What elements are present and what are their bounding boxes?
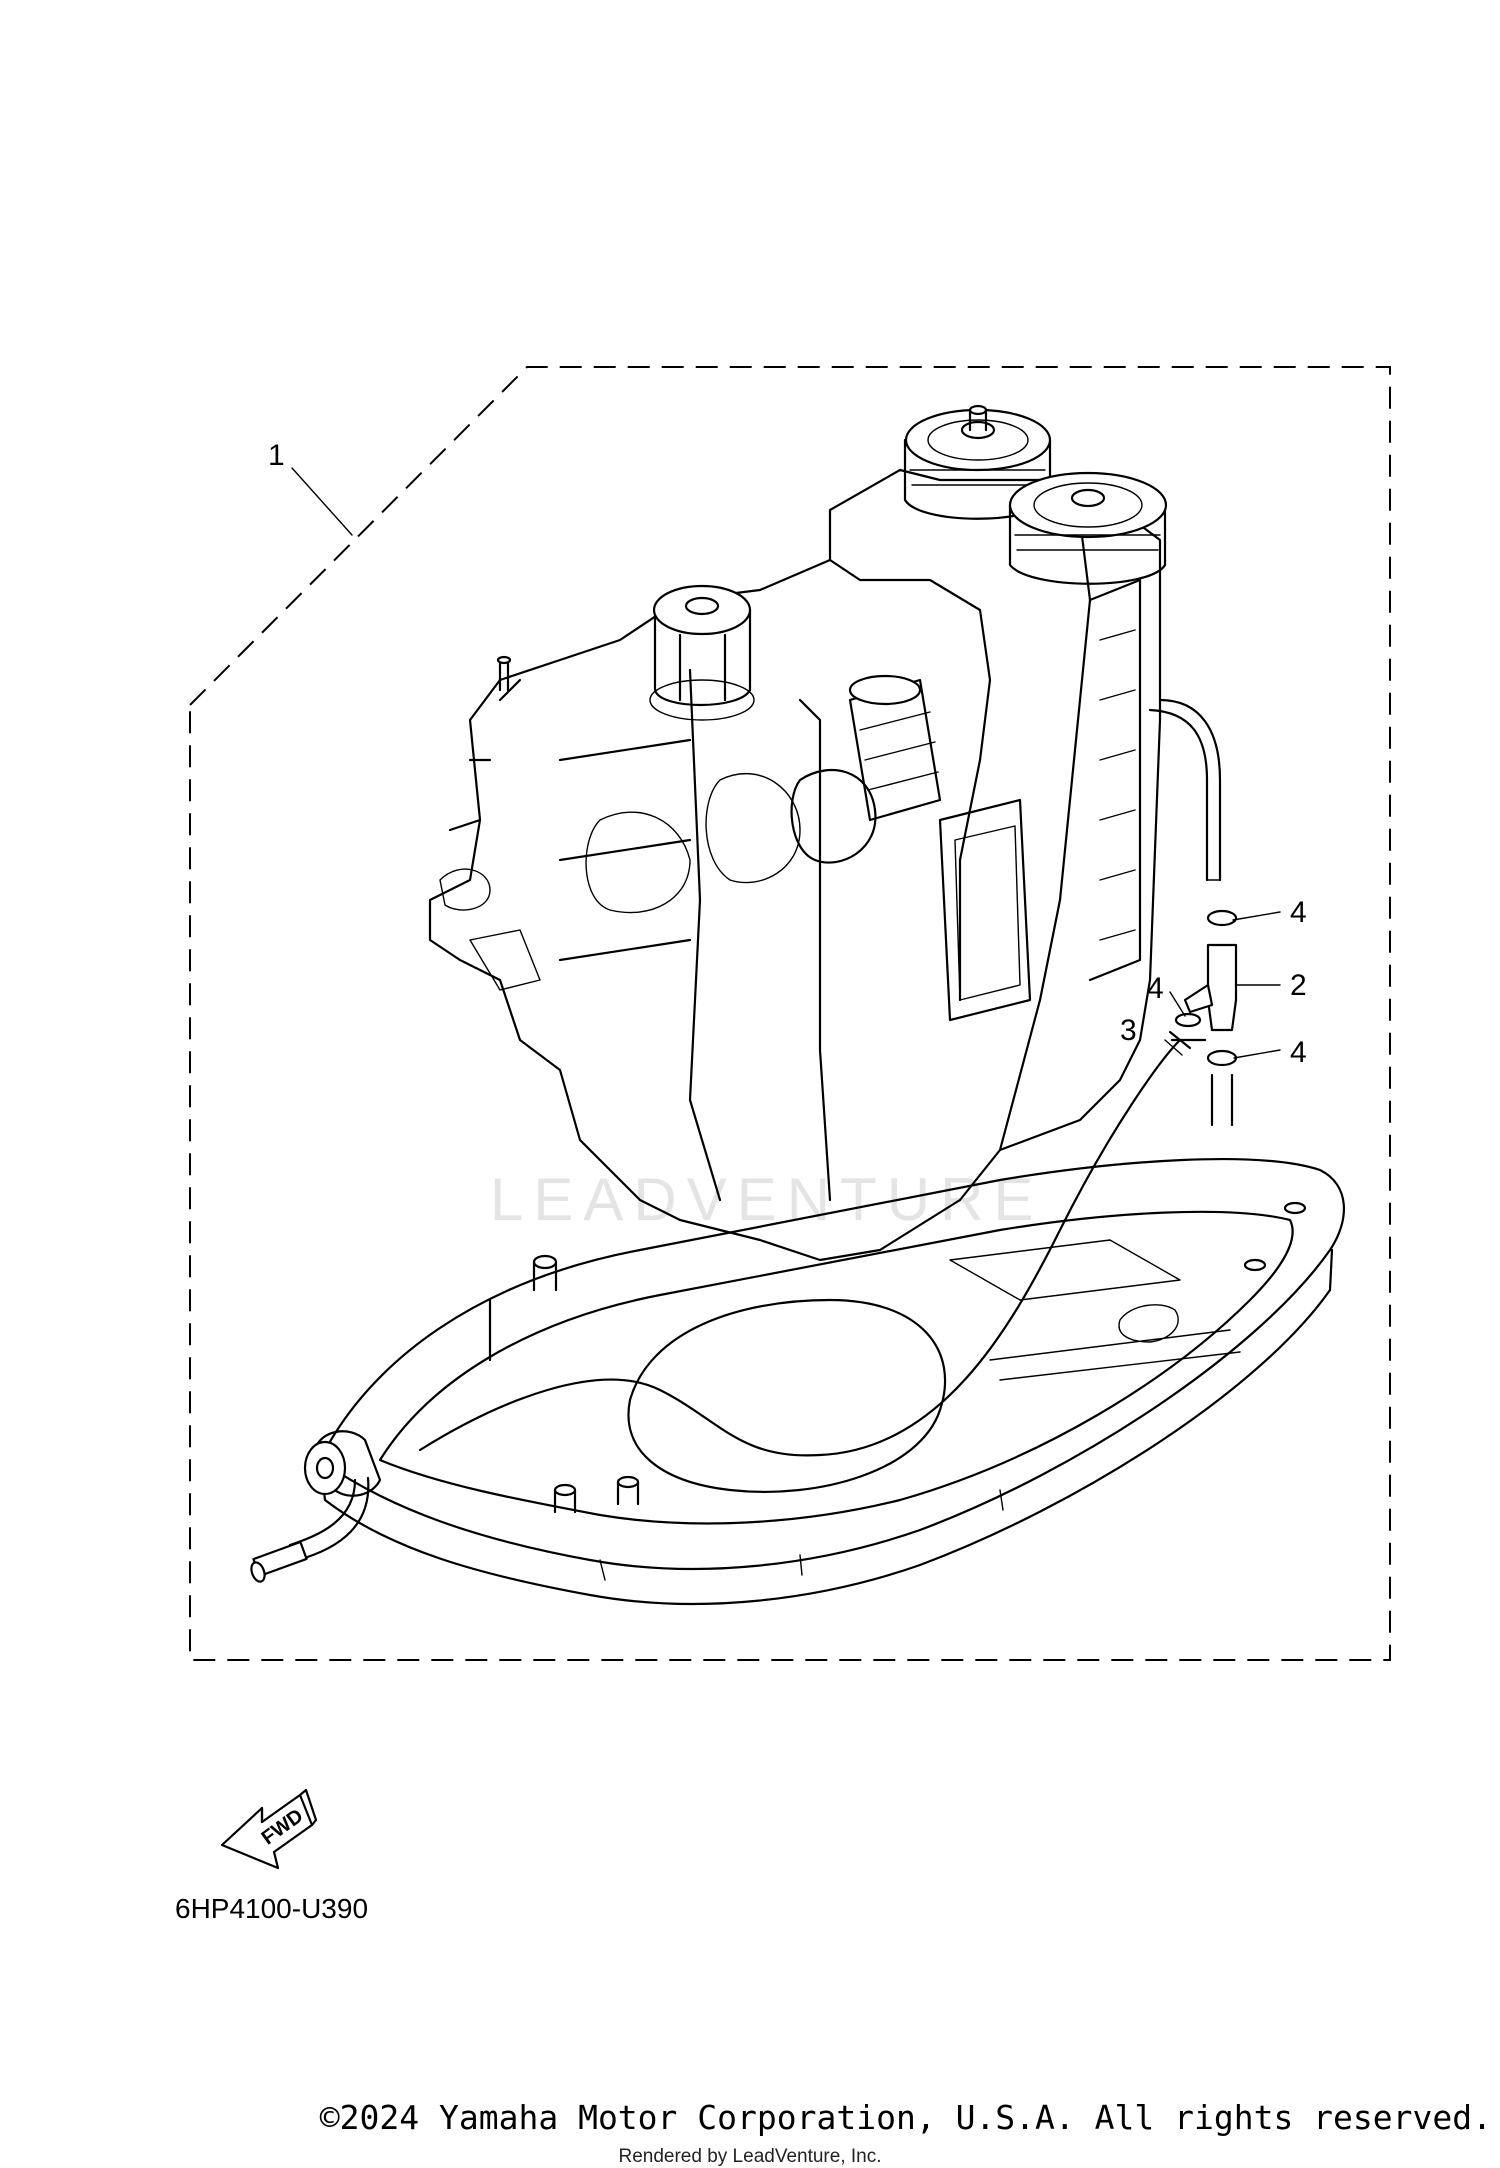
clip-upper bbox=[1206, 909, 1238, 927]
callout-4-upper: 4 bbox=[1290, 896, 1307, 929]
watermark-text: LEADVENTURE bbox=[490, 1166, 1043, 1233]
crankshaft-gear bbox=[649, 584, 755, 721]
clip-side bbox=[1174, 1012, 1202, 1028]
power-unit bbox=[428, 404, 1168, 1262]
callout-4-lower: 4 bbox=[1290, 1036, 1307, 1069]
clip-lower bbox=[1206, 1049, 1238, 1067]
callout-2: 2 bbox=[1290, 969, 1307, 1002]
starter-motor bbox=[790, 674, 942, 864]
callout-3: 3 bbox=[1120, 1014, 1137, 1047]
bottom-cowling bbox=[303, 1158, 1346, 1606]
camshaft-pulley-right bbox=[1008, 471, 1168, 585]
leader-lines bbox=[291, 467, 1281, 1059]
hose-route bbox=[250, 698, 1234, 1583]
assembly-boundary bbox=[189, 366, 1391, 1661]
joint-body bbox=[1206, 943, 1238, 1032]
callout-1: 1 bbox=[268, 439, 285, 472]
callout-4-middle: 4 bbox=[1147, 972, 1164, 1005]
forward-arrow-icon: FWD bbox=[220, 1788, 318, 1870]
joint-and-clips bbox=[1174, 909, 1238, 1067]
copyright-notice: ©2024 Yamaha Motor Corporation, U.S.A. A… bbox=[319, 2098, 1492, 2137]
diagram-code: 6HP4100-U390 bbox=[175, 1893, 368, 1924]
cowling-front-fitting bbox=[303, 1430, 382, 1497]
cowling-studs bbox=[488, 1201, 1307, 1514]
rendered-by-credit: Rendered by LeadVenture, Inc. bbox=[618, 2146, 882, 2167]
